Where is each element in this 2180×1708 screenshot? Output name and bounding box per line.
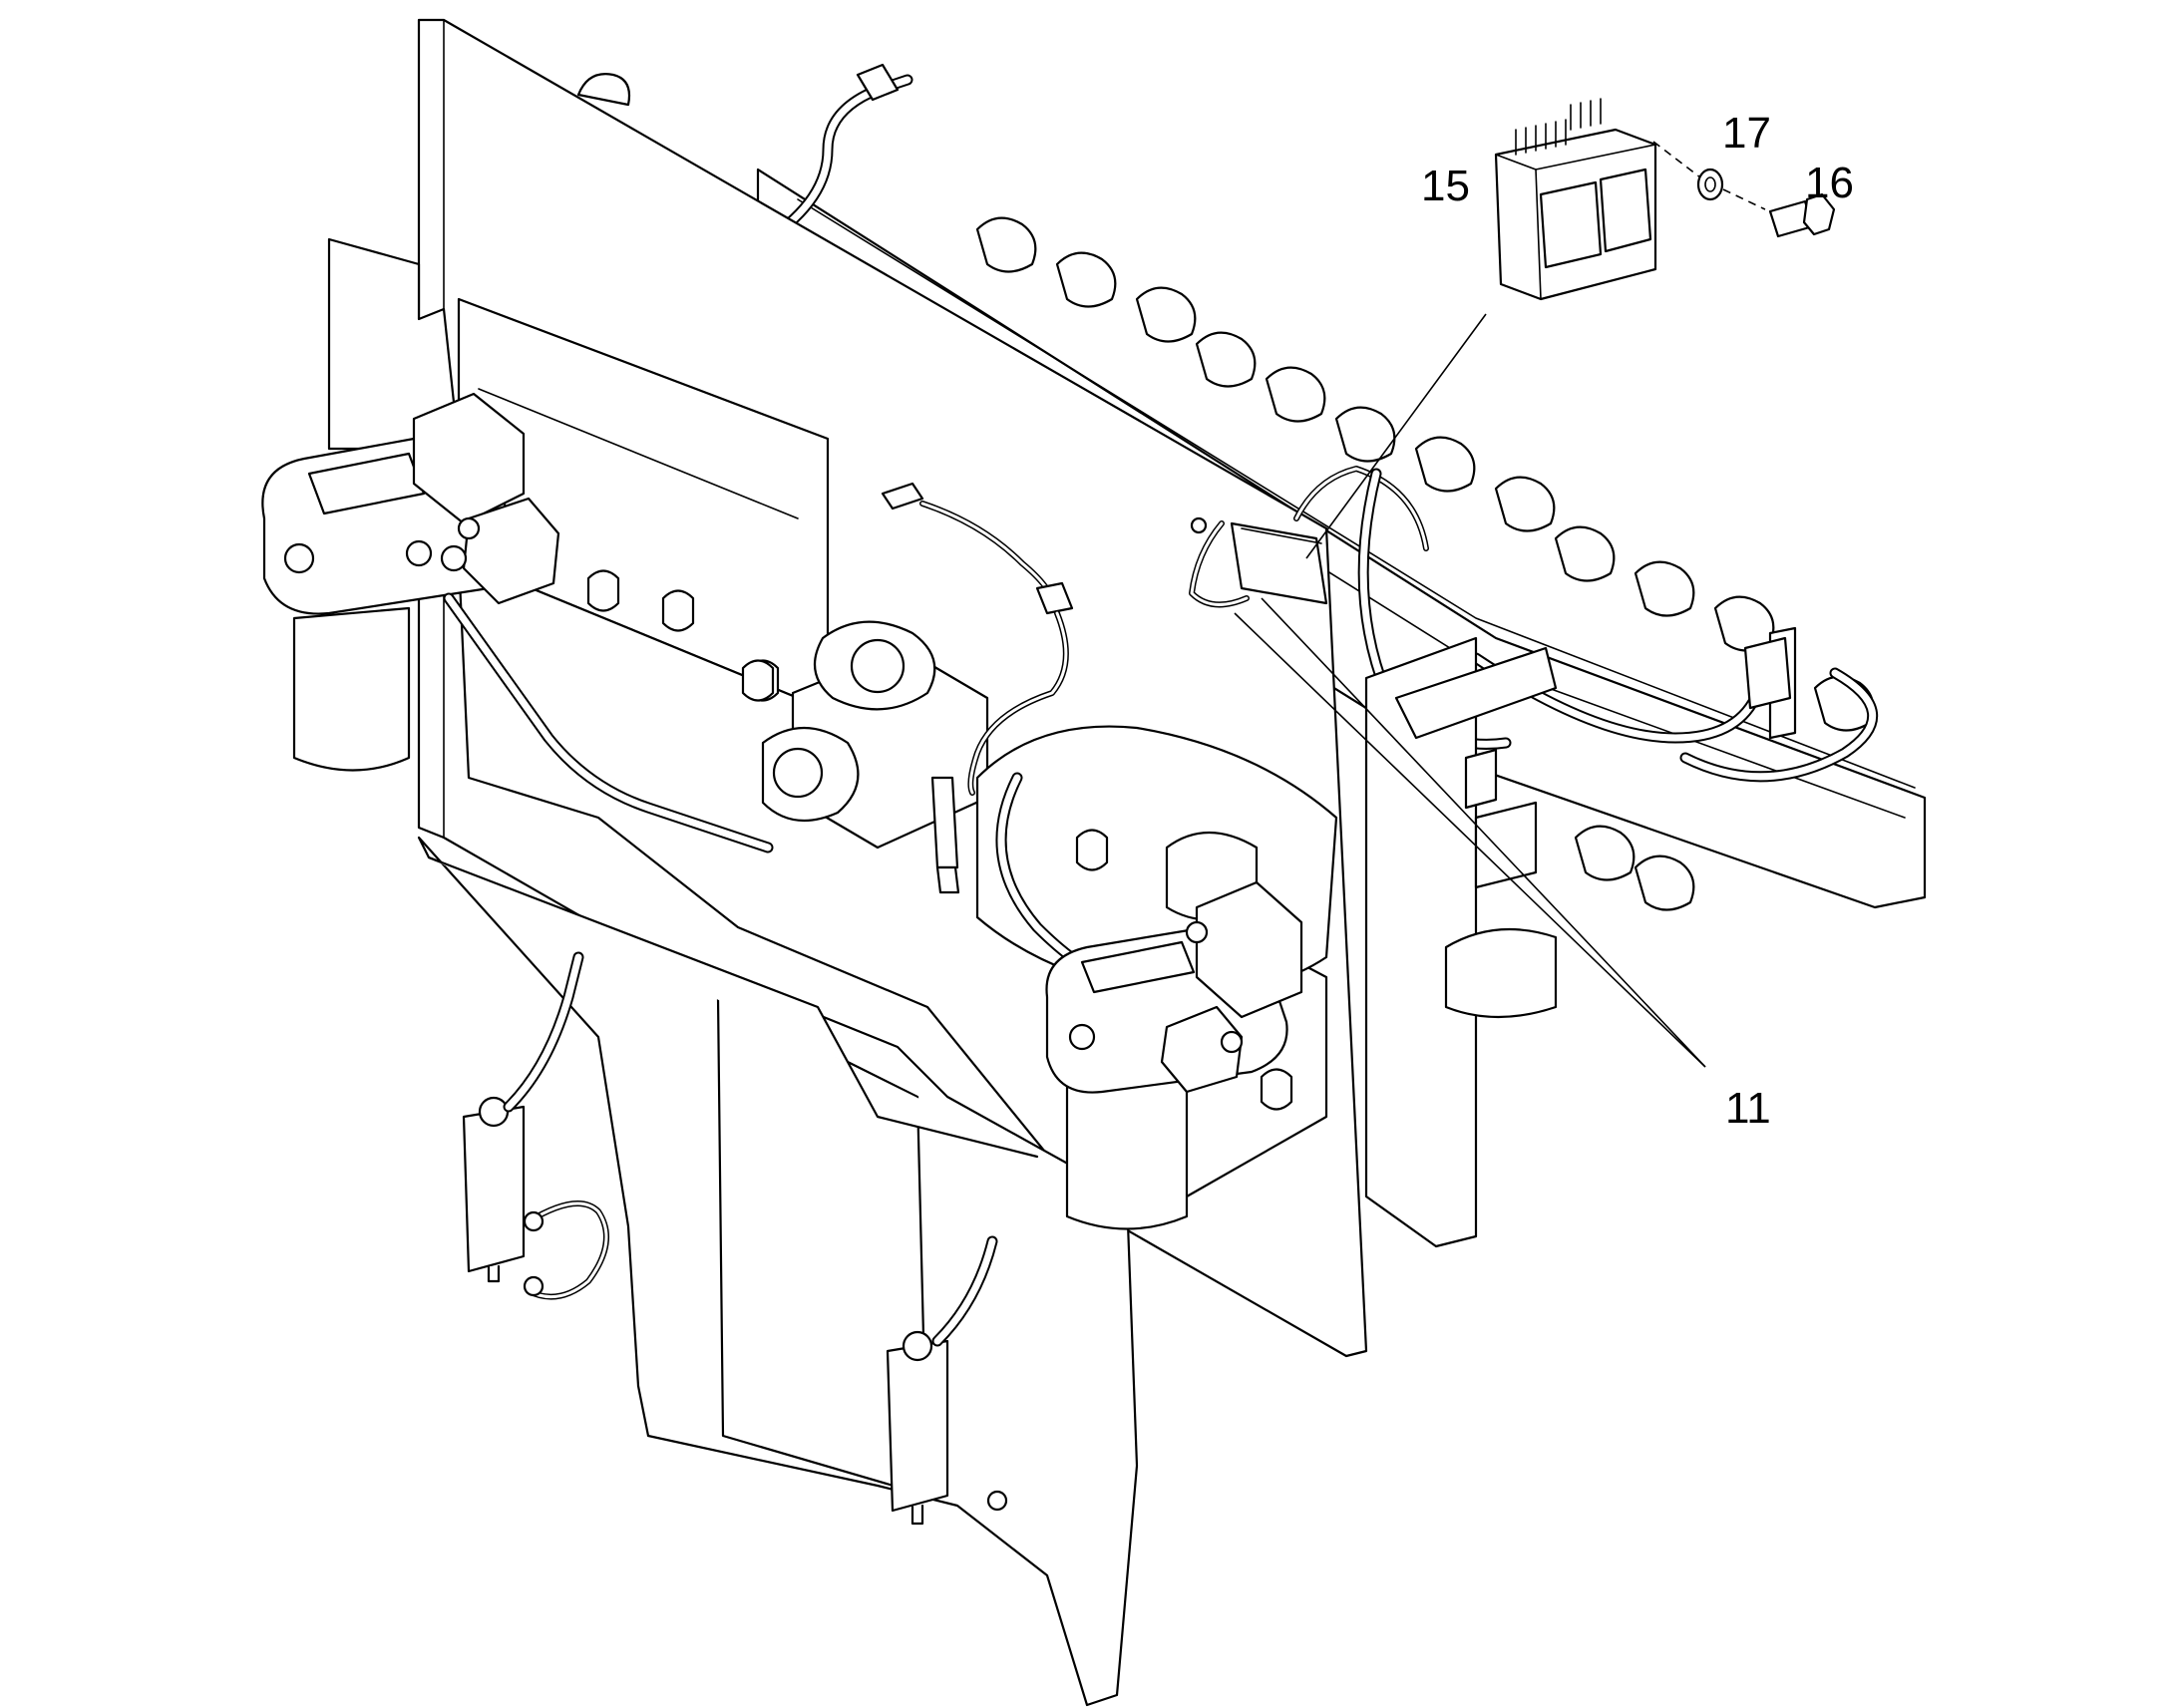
rear-manifold-rail: [756, 168, 1927, 911]
washer-part-17: [1696, 168, 1724, 201]
callout-17: 17: [1722, 109, 1771, 158]
control-module-mounted: [1189, 466, 1429, 608]
callout-15: 15: [1421, 162, 1470, 210]
connector-pins: [1515, 98, 1602, 156]
lower-left-port-block: [462, 951, 609, 1300]
top-hydraulic-pipe: [762, 63, 913, 245]
lower-center-port-block: [886, 1235, 1008, 1526]
center-filter-assembly: [1045, 880, 1303, 1230]
flange-clamps: [975, 216, 1875, 911]
callout-16: 16: [1805, 159, 1854, 207]
left-back-plate: [327, 237, 461, 451]
callout-11: 11: [1725, 1084, 1771, 1133]
sensor-cable-assembly: [881, 482, 1074, 894]
bolt-part-16: [1768, 192, 1836, 238]
left-filter-assembly: [261, 392, 774, 854]
leader-lines: [1234, 141, 1766, 1068]
side-bracket-cylinder: [1364, 636, 1558, 1248]
electrical-connector-part-15: [1494, 98, 1657, 301]
